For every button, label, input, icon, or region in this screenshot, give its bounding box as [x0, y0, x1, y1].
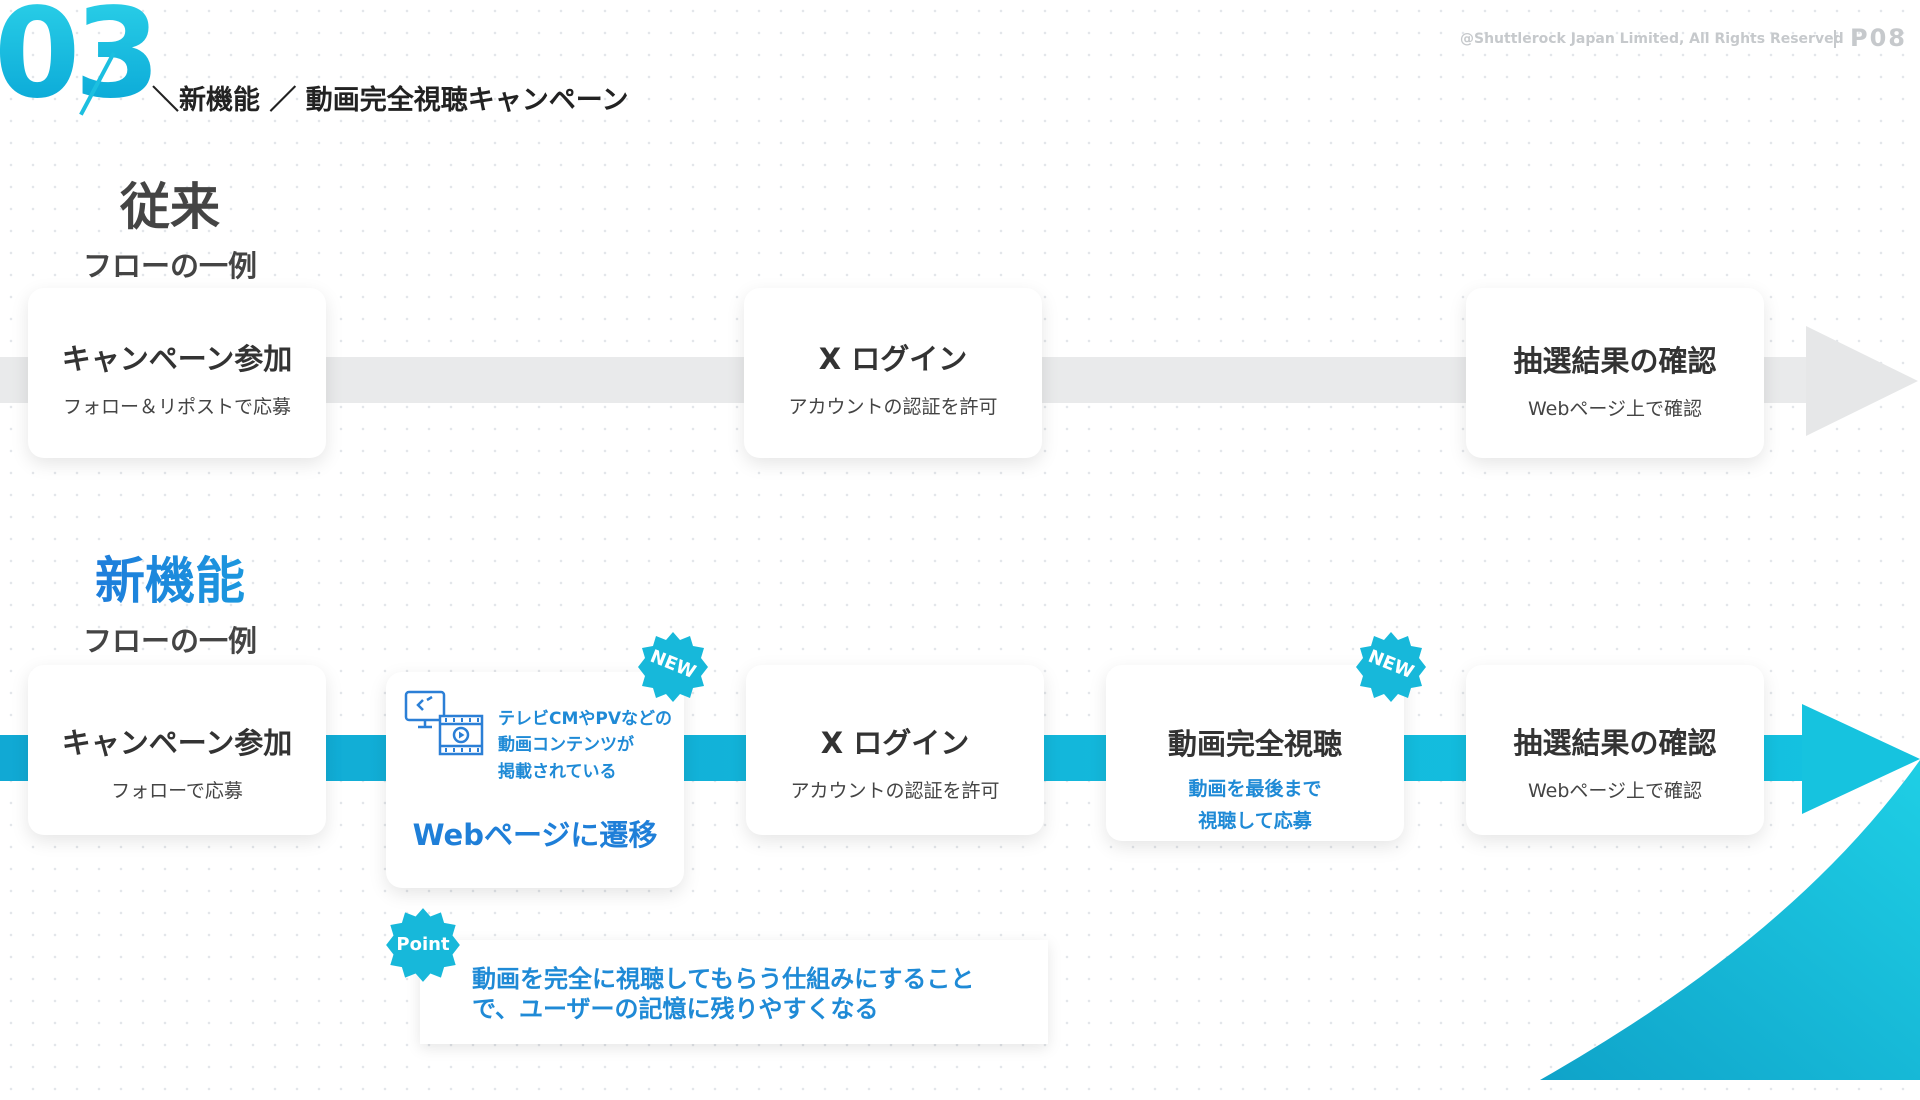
monitor-icon: [404, 690, 446, 729]
point-box: 動画を完全に視聴してもらう仕組みにすること で、ユーザーの記憶に残りやすくなる: [420, 940, 1048, 1044]
point-text-line: 動画を完全に視聴してもらう仕組みにすること: [472, 965, 975, 993]
old-step-result-card: 抽選結果の確認 Webページ上で確認: [1466, 288, 1764, 458]
point-badge-label: Point: [396, 934, 450, 955]
new-step-campaign-desc: フォローで応募: [111, 780, 243, 802]
new-step-webpage-card: テレビCMやPVなどの 動画コンテンツが 掲載されている Webページに遷移: [386, 672, 684, 888]
new-step-login-desc: アカウントの認証を許可: [790, 780, 1000, 802]
new-step-video-desc: 動画を最後まで 視聴して応募: [1106, 773, 1404, 838]
new-step-result-title: 抽選結果の確認: [1513, 726, 1717, 760]
video-player-icon: [438, 714, 484, 756]
old-step-result-title: 抽選結果の確認: [1513, 344, 1717, 378]
point-text-line: で、ユーザーの記憶に残りやすくなる: [472, 995, 879, 1023]
new-step-video-title: 動画完全視聴: [1167, 727, 1342, 761]
new-badge-icon: NEW: [1354, 630, 1428, 704]
copyright-text: @Shuttlerock Japan Limited, All Rights R…: [1460, 31, 1844, 47]
old-flow-title: 従来: [120, 178, 220, 236]
point-badge-icon: Point: [384, 906, 462, 984]
section-number: 03: [0, 0, 161, 116]
new-step-campaign-card: キャンペーン参加 フォローで応募: [28, 665, 326, 835]
new-step-webpage-title: Webページに遷移: [412, 818, 658, 852]
old-step-campaign-title: キャンペーン参加: [61, 342, 293, 376]
old-flow-subtitle: フローの一例: [82, 249, 257, 283]
new-step-login-title: X ログイン: [820, 726, 970, 760]
old-step-login-desc: アカウントの認証を許可: [788, 396, 998, 418]
point-text: 動画を完全に視聴してもらう仕組みにすること で、ユーザーの記憶に残りやすくなる: [472, 964, 1012, 1024]
new-step-video-card: 動画完全視聴 動画を最後まで 視聴して応募: [1106, 665, 1404, 841]
page-title: ＼新機能 ／ 動画完全視聴キャンペーン: [152, 85, 629, 116]
new-flow-subtitle: フローの一例: [82, 624, 257, 658]
old-step-campaign-desc: フォロー＆リポストで応募: [62, 396, 291, 418]
webpage-caption-line: 掲載されている: [498, 761, 617, 782]
new-step-result-card: 抽選結果の確認 Webページ上で確認: [1466, 665, 1764, 835]
header-divider: [1834, 30, 1836, 48]
old-step-campaign-card: キャンペーン参加 フォロー＆リポストで応募: [28, 288, 326, 458]
new-step-campaign-title: キャンペーン参加: [61, 726, 293, 760]
decorative-swoosh: [1540, 760, 1920, 1080]
new-flow-title: 新機能: [20, 554, 320, 609]
new-badge-icon: NEW: [636, 630, 710, 704]
old-step-login-title: X ログイン: [818, 342, 968, 376]
video-desc-line: 動画を最後まで: [1188, 778, 1322, 800]
video-desc-line: 視聴して応募: [1198, 810, 1312, 833]
new-step-login-card: X ログイン アカウントの認証を許可: [746, 665, 1044, 835]
old-flow-arrow-head: [1806, 326, 1918, 436]
webpage-caption-line: テレビCMやPVなどの: [498, 709, 673, 729]
page-number: P08: [1850, 24, 1907, 52]
new-step-result-desc: Webページ上で確認: [1527, 780, 1703, 802]
webpage-caption-line: 動画コンテンツが: [498, 735, 634, 756]
webpage-caption: テレビCMやPVなどの 動画コンテンツが 掲載されている: [498, 706, 672, 785]
new-flow-arrow-head: [1802, 704, 1920, 814]
old-step-login-card: X ログイン アカウントの認証を許可: [744, 288, 1042, 458]
old-step-result-desc: Webページ上で確認: [1527, 398, 1703, 420]
